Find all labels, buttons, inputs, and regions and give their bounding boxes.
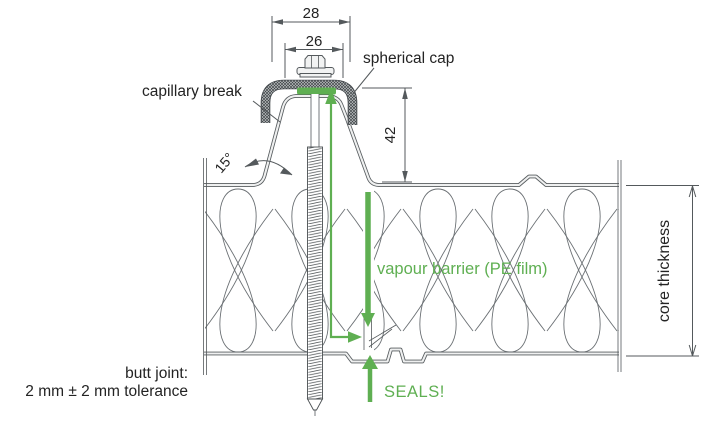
dimension-core-thickness: core thickness [626, 185, 699, 357]
angle-annotation: 15° [211, 150, 293, 177]
butt-joint-detail [363, 318, 397, 350]
dim-26-value: 26 [306, 33, 323, 50]
spherical-cap-label: spherical cap [363, 50, 454, 67]
spherical-cap-leader [351, 67, 375, 96]
dim-28-value: 28 [303, 5, 320, 22]
hex-head [304, 55, 326, 69]
vapour-barrier-annotations: vapour barrier (PE film) SEALS! [325, 89, 548, 402]
seals-label: SEALS! [384, 383, 445, 401]
fastener-head [296, 55, 335, 78]
down-arrowhead-at-joint [361, 313, 375, 327]
threaded-section [307, 146, 323, 400]
right-arrowhead-at-joint [348, 331, 362, 343]
drill-tip [306, 398, 324, 411]
dimension-cap-outer-width: 28 [271, 5, 351, 62]
butt-joint-label-line1: butt joint: [125, 365, 188, 382]
up-arrowhead-under-cap [325, 89, 337, 104]
butt-joint-label-line2: 2 mm ± 2 mm tolerance [25, 383, 188, 400]
cap-seal-band [297, 87, 336, 95]
capillary-break-leader [252, 100, 281, 123]
spherical-cap-shape [260, 79, 358, 125]
washer-step [299, 73, 332, 78]
angle-label: 15° [211, 150, 237, 177]
sealing-path-line [329, 98, 352, 339]
break-lines [203, 158, 622, 375]
dim-42-value: 42 [382, 127, 399, 144]
insulation-core-right [374, 188, 619, 352]
seals-arrowhead [362, 355, 378, 369]
capillary-break-label: capillary break [142, 83, 242, 100]
dimension-rib-height: 42 [362, 87, 412, 183]
fastener-shaft [306, 94, 324, 416]
bottom-sheet [204, 347, 619, 364]
core-thickness-label: core thickness [656, 220, 673, 322]
vapour-barrier-label: vapour barrier (PE film) [377, 260, 548, 278]
dimension-cap-inner-width: 26 [284, 33, 344, 78]
